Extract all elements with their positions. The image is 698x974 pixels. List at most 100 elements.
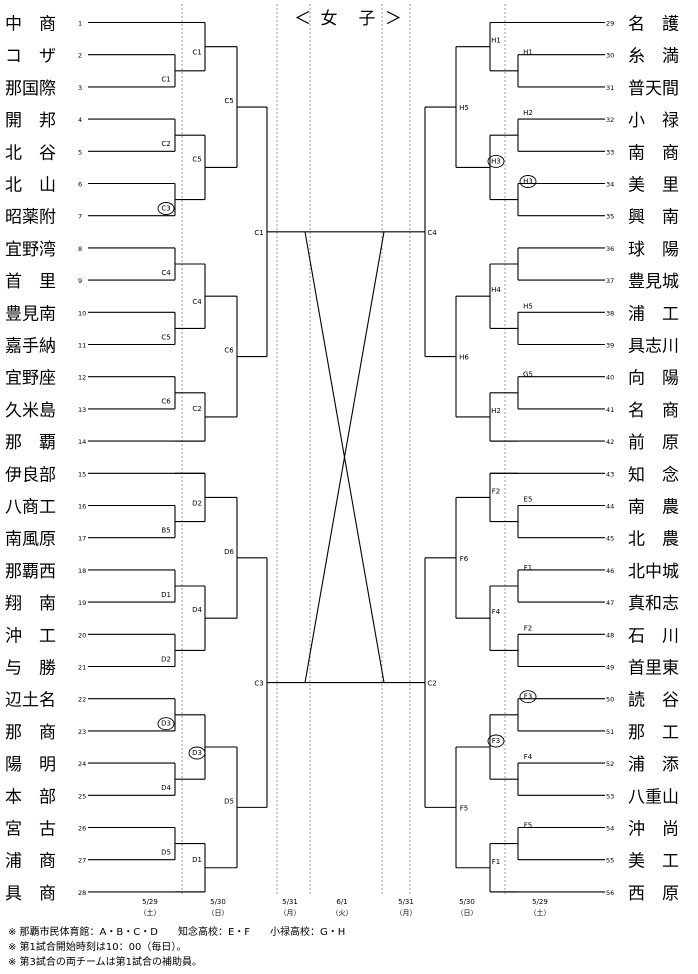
round1-venue-label: F2 bbox=[524, 624, 532, 632]
round2-venue-label: C5 bbox=[192, 155, 201, 163]
left-team-name: 与 勝 bbox=[5, 659, 56, 679]
left-seed-number: 7 bbox=[78, 213, 82, 221]
left-team-name: 首 里 bbox=[5, 272, 56, 292]
right-seed-number: 31 bbox=[606, 84, 614, 92]
right-seed-number: 42 bbox=[606, 438, 614, 446]
round1-venue-label: H2 bbox=[523, 109, 533, 117]
left-team-name: 沖 工 bbox=[5, 626, 56, 646]
right-team-name: 名 護 bbox=[628, 15, 679, 35]
left-team-name: 那 覇 bbox=[5, 433, 56, 453]
round3-venue-label: D6 bbox=[224, 548, 234, 556]
right-seed-number: 40 bbox=[606, 374, 614, 382]
right-seed-number: 33 bbox=[606, 148, 614, 156]
right-seed-number: 34 bbox=[606, 181, 614, 189]
round1-venue-label: G5 bbox=[523, 371, 533, 379]
round3-venue-label: C6 bbox=[224, 347, 234, 355]
round1-venue-label: D1 bbox=[161, 591, 171, 599]
round2-venue-label: F4 bbox=[492, 608, 501, 616]
left-team-name: 本 部 bbox=[5, 787, 56, 807]
left-seed-number: 16 bbox=[78, 503, 86, 511]
left-seed-number: 28 bbox=[78, 889, 86, 897]
right-seed-number: 55 bbox=[606, 857, 614, 865]
right-seed-number: 38 bbox=[606, 309, 614, 317]
round2-venue-label: H3 bbox=[491, 157, 501, 165]
round4-venue-label: C3 bbox=[254, 680, 263, 688]
notes: ※ 那覇市民体育館：A・B・C・D 知念高校：E・F 小禄高校：G・H ※ 第1… bbox=[8, 925, 345, 970]
right-seed-number: 39 bbox=[606, 342, 614, 350]
left-seed-number: 4 bbox=[78, 116, 82, 124]
round1-venue-label: D4 bbox=[161, 784, 171, 792]
round3-venue-label: H6 bbox=[459, 354, 469, 362]
round3-venue-label: D5 bbox=[224, 797, 234, 805]
right-seed-number: 50 bbox=[606, 696, 614, 704]
right-team-name: 西 原 bbox=[628, 884, 679, 904]
left-team-name: 浦 商 bbox=[5, 852, 56, 872]
right-team-name: 北 農 bbox=[628, 530, 679, 550]
round2-venue-label: F2 bbox=[492, 487, 500, 495]
round1-venue-label: B5 bbox=[161, 527, 170, 535]
left-team-name: 久米島 bbox=[5, 401, 56, 421]
right-seed-number: 43 bbox=[606, 470, 614, 478]
left-seed-number: 23 bbox=[78, 728, 86, 736]
right-team-name: 知 念 bbox=[628, 464, 679, 485]
venue-circle bbox=[487, 154, 505, 168]
date-label: 5/30 bbox=[459, 898, 475, 906]
left-seed-number: 18 bbox=[78, 567, 86, 575]
left-team-name: 北 谷 bbox=[5, 143, 56, 163]
right-seed-number: 56 bbox=[606, 889, 614, 897]
right-team-name: 南 商 bbox=[628, 143, 679, 163]
right-seed-number: 44 bbox=[606, 503, 614, 511]
left-team-name: 八商工 bbox=[5, 498, 56, 518]
right-team-name: 真和志 bbox=[628, 594, 679, 614]
round2-venue-label: D3 bbox=[192, 749, 202, 757]
round1-venue-label: D3 bbox=[161, 720, 171, 728]
round2-venue-label: D1 bbox=[192, 856, 202, 864]
left-team-name: 南風原 bbox=[5, 530, 56, 550]
left-seed-number: 21 bbox=[78, 664, 86, 672]
right-team-name: 浦 添 bbox=[628, 755, 679, 775]
right-seed-number: 54 bbox=[606, 825, 614, 833]
round1-venue-label: F1 bbox=[524, 564, 532, 572]
round1-venue-label: F5 bbox=[524, 822, 532, 830]
right-team-name: 小 禄 bbox=[628, 111, 679, 131]
round1-venue-label: D5 bbox=[161, 849, 171, 857]
date-label: 5/29 bbox=[142, 898, 158, 906]
left-seed-number: 5 bbox=[78, 148, 82, 156]
left-seed-number: 6 bbox=[78, 181, 82, 189]
right-seed-number: 48 bbox=[606, 631, 614, 639]
round2-venue-label: D2 bbox=[192, 499, 202, 507]
left-seed-number: 1 bbox=[78, 20, 82, 28]
left-team-name: 昭薬附 bbox=[5, 208, 56, 228]
right-team-name: 浦 工 bbox=[628, 304, 679, 324]
round1-venue-label: C4 bbox=[161, 269, 171, 277]
round1-venue-label: C3 bbox=[161, 205, 170, 213]
round2-venue-label: F3 bbox=[492, 737, 500, 745]
left-seed-number: 2 bbox=[78, 52, 82, 60]
left-seed-number: 20 bbox=[78, 631, 86, 639]
right-team-name: 向 陽 bbox=[628, 369, 679, 389]
round1-venue-label: C2 bbox=[161, 140, 170, 148]
right-team-name: 那 工 bbox=[628, 723, 679, 743]
right-team-name: 球 陽 bbox=[628, 240, 679, 260]
right-seed-number: 29 bbox=[606, 20, 614, 28]
left-team-name: 宜野湾 bbox=[5, 240, 56, 260]
round4-venue-label: C4 bbox=[427, 229, 437, 237]
left-team-name: 中 商 bbox=[5, 15, 56, 35]
venue-circle bbox=[519, 690, 537, 704]
left-seed-number: 9 bbox=[78, 277, 82, 285]
left-team-name: 北 山 bbox=[5, 176, 56, 196]
left-seed-number: 14 bbox=[78, 438, 86, 446]
round1-venue-label: F4 bbox=[524, 753, 533, 761]
weekday-label: （日） bbox=[208, 909, 229, 917]
round2-venue-label: H2 bbox=[491, 407, 501, 415]
left-team-name: 翔 南 bbox=[5, 594, 56, 614]
right-team-name: 読 谷 bbox=[628, 691, 679, 711]
right-seed-number: 47 bbox=[606, 599, 614, 607]
date-label: 5/30 bbox=[210, 898, 226, 906]
left-seed-number: 10 bbox=[78, 309, 86, 317]
date-label: 5/31 bbox=[282, 898, 298, 906]
left-team-name: 宜野座 bbox=[5, 369, 56, 389]
final-cross-line bbox=[304, 231, 385, 683]
